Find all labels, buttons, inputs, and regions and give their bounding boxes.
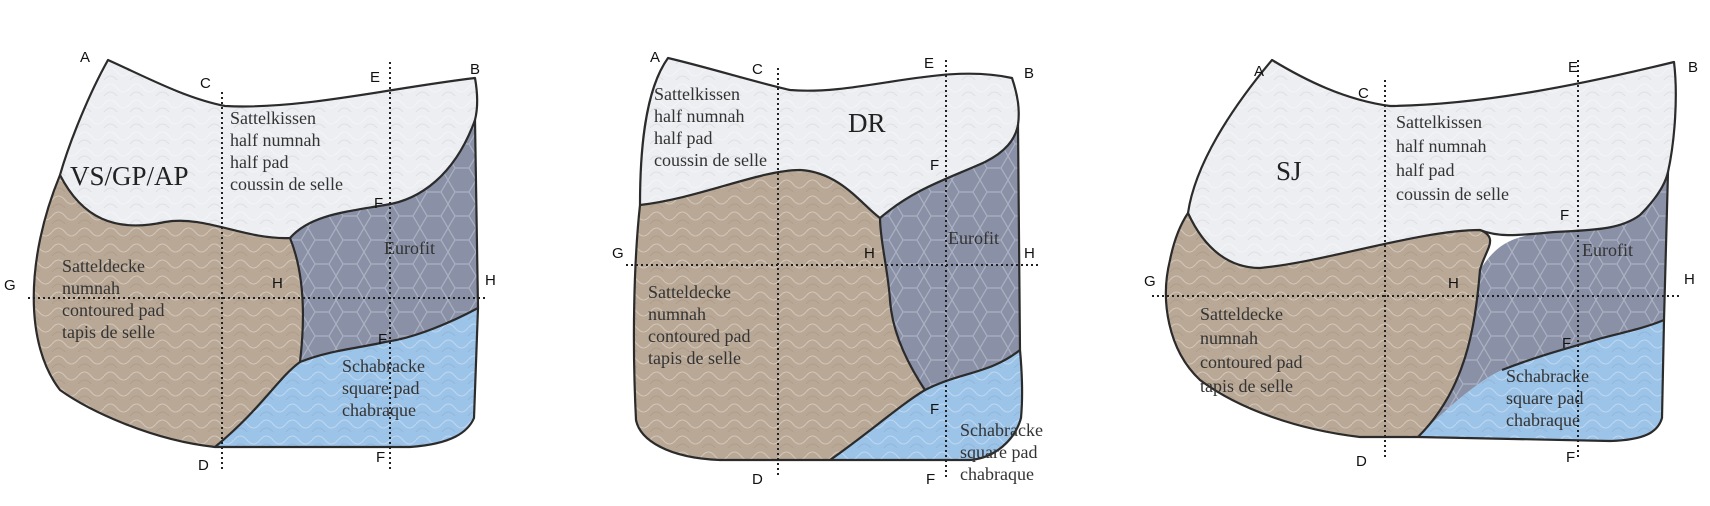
point-d-label: D [1356,453,1367,470]
contoured-pad-label: Satteldecke numnah contoured pad tapis d… [648,282,755,368]
point-a-label: A [650,49,660,66]
eurofit-label: Eurofit [948,228,999,248]
half-pad-label: Sattelkissen half numnah half pad coussi… [654,84,767,170]
zone-outline [299,307,479,364]
pad-dr: A C E B F F F G H H D DR Sattelkissen ha… [612,49,1047,488]
half-pad-label: Sattelkissen half numnah half pad coussi… [230,108,343,194]
point-f-upper-label: F [1560,207,1569,224]
point-h-inner-label: H [1448,275,1459,292]
zone-contoured-pad-texture [1165,213,1491,437]
point-f-upper-label: F [374,195,383,212]
point-a-label: A [80,49,90,66]
pad-vsgpap: A C E B F F F G H H D VS/GP/AP Sattelkis… [4,49,496,474]
zone-outline [924,349,1021,391]
zone-square-pad-texture [830,350,1023,460]
square-pad-label: Schabracke square pad chabraque [960,420,1047,484]
zone-contoured-pad-texture [33,175,303,447]
zone-square-pad-texture [215,308,478,447]
point-c-label: C [1358,85,1369,102]
square-pad-label: Schabracke square pad chabraque [342,356,429,420]
point-a-label: A [1254,63,1264,80]
point-h-inner-label: H [272,275,283,292]
point-f-upper-label: F [930,157,939,174]
point-f-middle-label: F [378,331,387,348]
point-h-outer-label: H [485,272,496,289]
point-e-label: E [1568,59,1578,76]
zone-outline [1501,318,1665,372]
point-f-middle-label: F [930,401,939,418]
zone-outline [829,217,927,461]
discipline-label: SJ [1276,156,1302,186]
point-d-label: D [752,471,763,488]
zone-eurofit-texture [1418,172,1668,437]
point-f-middle-label: F [1562,335,1571,352]
zone-contoured-pad-texture [633,170,925,460]
point-h-outer-label: H [1024,245,1035,262]
zone-half-pad-texture [1188,60,1676,268]
eurofit-label: Eurofit [1582,240,1633,260]
zone-outline [32,58,480,449]
zone-half-pad-texture [640,58,1019,218]
half-pad-label: Sattelkissen half numnah half pad coussi… [1396,112,1509,204]
eurofit-label: Eurofit [384,238,435,258]
zone-half-pad-texture [60,60,478,239]
zone-outline [59,119,477,240]
zone-eurofit-texture [880,125,1020,390]
point-f-lower-label: F [376,449,385,466]
point-f-lower-label: F [1566,449,1575,466]
pad-sj: A C E B F F F G H H D SJ Sattelkissen ha… [1144,58,1698,470]
point-e-label: E [924,55,934,72]
point-e-label: E [370,69,380,86]
point-b-label: B [1688,59,1698,76]
point-h-inner-label: H [864,245,875,262]
contoured-pad-label: Satteldecke numnah contoured pad tapis d… [62,256,169,342]
point-c-label: C [200,75,211,92]
contoured-pad-label: Satteldecke numnah contoured pad tapis d… [1200,304,1307,396]
point-g-label: G [1144,273,1156,290]
point-h-outer-label: H [1684,271,1695,288]
point-c-label: C [752,61,763,78]
square-pad-label: Schabracke square pad chabraque [1506,366,1593,430]
zone-eurofit-texture [290,120,478,362]
discipline-label: DR [848,108,886,138]
zone-square-pad-texture [1418,320,1664,441]
point-b-label: B [1024,65,1034,82]
point-b-label: B [470,61,480,78]
point-g-label: G [4,277,16,294]
point-d-label: D [198,457,209,474]
point-g-label: G [612,245,624,262]
discipline-label: VS/GP/AP [70,161,189,191]
point-f-lower-label: F [926,471,935,488]
zone-outline [632,56,1024,462]
zone-outline [1164,58,1677,443]
zone-outline [639,124,1020,220]
